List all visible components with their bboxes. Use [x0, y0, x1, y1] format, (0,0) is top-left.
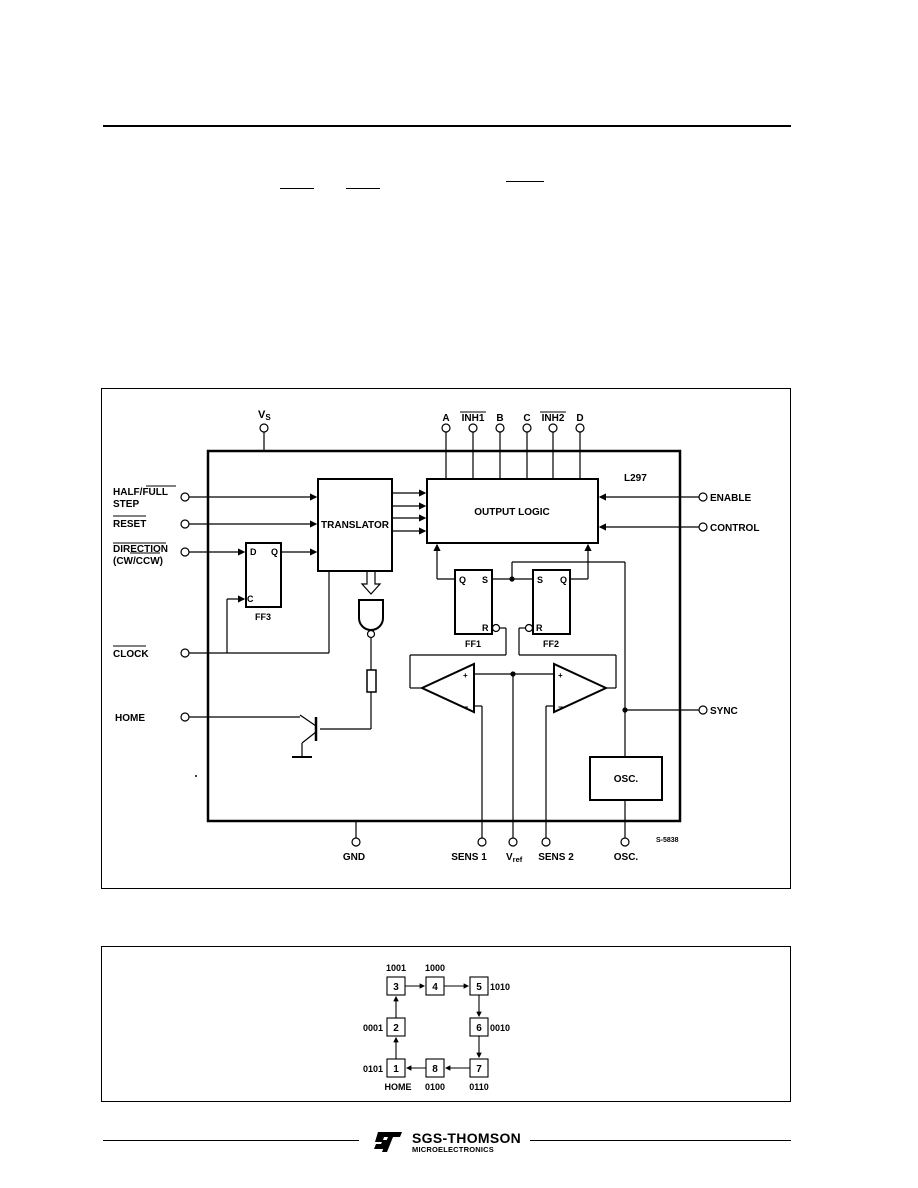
- osc-pin-label: OSC.: [614, 852, 639, 863]
- chip-outline: [206, 449, 682, 823]
- pin-label-c: C: [523, 413, 530, 424]
- ff1-r-label: R: [482, 623, 489, 633]
- block-diagram-frame: [101, 388, 791, 889]
- clock-label: CLOCK: [113, 649, 149, 660]
- control-label: CONTROL: [710, 523, 759, 534]
- pin-label-inh1: INH1: [462, 413, 485, 424]
- ff1-label: FF1: [465, 639, 481, 649]
- cw-ccw-label: (CW/CCW): [113, 556, 163, 567]
- osc-block-label: OSC.: [614, 774, 639, 785]
- enable-label: ENABLE: [710, 493, 751, 504]
- direction-label: DIRECTION: [113, 544, 168, 555]
- output-logic-label: OUTPUT LOGIC: [474, 507, 550, 518]
- st-logo-icon: [374, 1132, 402, 1152]
- ff2-s-label: S: [537, 575, 543, 585]
- reset-label: RESET: [113, 519, 146, 530]
- translator-block: [317, 478, 393, 572]
- pin-label-b: B: [496, 413, 503, 424]
- ff2-label: FF2: [543, 639, 559, 649]
- translator-label: TRANSLATOR: [321, 520, 390, 531]
- comp1-minus: −: [463, 702, 468, 712]
- ff3-block: [245, 542, 282, 608]
- comp2-minus: −: [558, 702, 563, 712]
- sync-label: SYNC: [710, 706, 738, 717]
- osc-block: [589, 756, 663, 801]
- nand-gate: [358, 599, 384, 631]
- state-diagram-frame: [101, 946, 791, 1102]
- pin-label-a: A: [442, 413, 449, 424]
- ff2-block: [532, 569, 571, 635]
- overline-stub: [346, 188, 380, 189]
- ff3-q-label: Q: [271, 547, 278, 557]
- ff1-block: [454, 569, 493, 635]
- step-label: STEP: [113, 499, 139, 510]
- sens2-label: SENS 2: [538, 852, 574, 863]
- vs-label: VS: [258, 409, 271, 422]
- comparator-2: [553, 662, 609, 714]
- pin-label-inh2: INH2: [542, 413, 565, 424]
- logo-brand-text: SGS-THOMSON: [412, 1130, 522, 1146]
- company-logo: SGS-THOMSON MICROELECTRONICS: [372, 1130, 522, 1156]
- pin-label-d: D: [576, 413, 583, 424]
- ff2-q-label: Q: [560, 575, 567, 585]
- footer-rule-left: [103, 1140, 359, 1141]
- resistor: [366, 669, 377, 693]
- comparator-1: [419, 662, 475, 714]
- chip-label: L297: [624, 473, 647, 484]
- ff3-d-label: D: [250, 547, 257, 557]
- half-full-label: HALF/FULL: [113, 487, 168, 498]
- ff3-label: FF3: [255, 612, 271, 622]
- overline-stub: [280, 188, 314, 189]
- comp1-plus: +: [463, 671, 468, 680]
- header-rule: [103, 125, 791, 127]
- footer-rule-right: [530, 1140, 791, 1141]
- home-label: HOME: [115, 713, 145, 724]
- overline-stub: [506, 181, 544, 182]
- comp2-plus: +: [558, 671, 563, 680]
- output-logic-block: [426, 478, 599, 544]
- gnd-label: GND: [343, 852, 365, 863]
- ff2-r-label: R: [536, 623, 543, 633]
- figure-code: S-5838: [656, 837, 679, 844]
- logo-sub-text: MICROELECTRONICS: [412, 1145, 494, 1154]
- vref-label: Vref: [506, 852, 523, 864]
- ff3-c-label: C: [247, 594, 254, 604]
- ff1-s-label: S: [482, 575, 488, 585]
- sens1-label: SENS 1: [451, 852, 487, 863]
- ff1-q-label: Q: [459, 575, 466, 585]
